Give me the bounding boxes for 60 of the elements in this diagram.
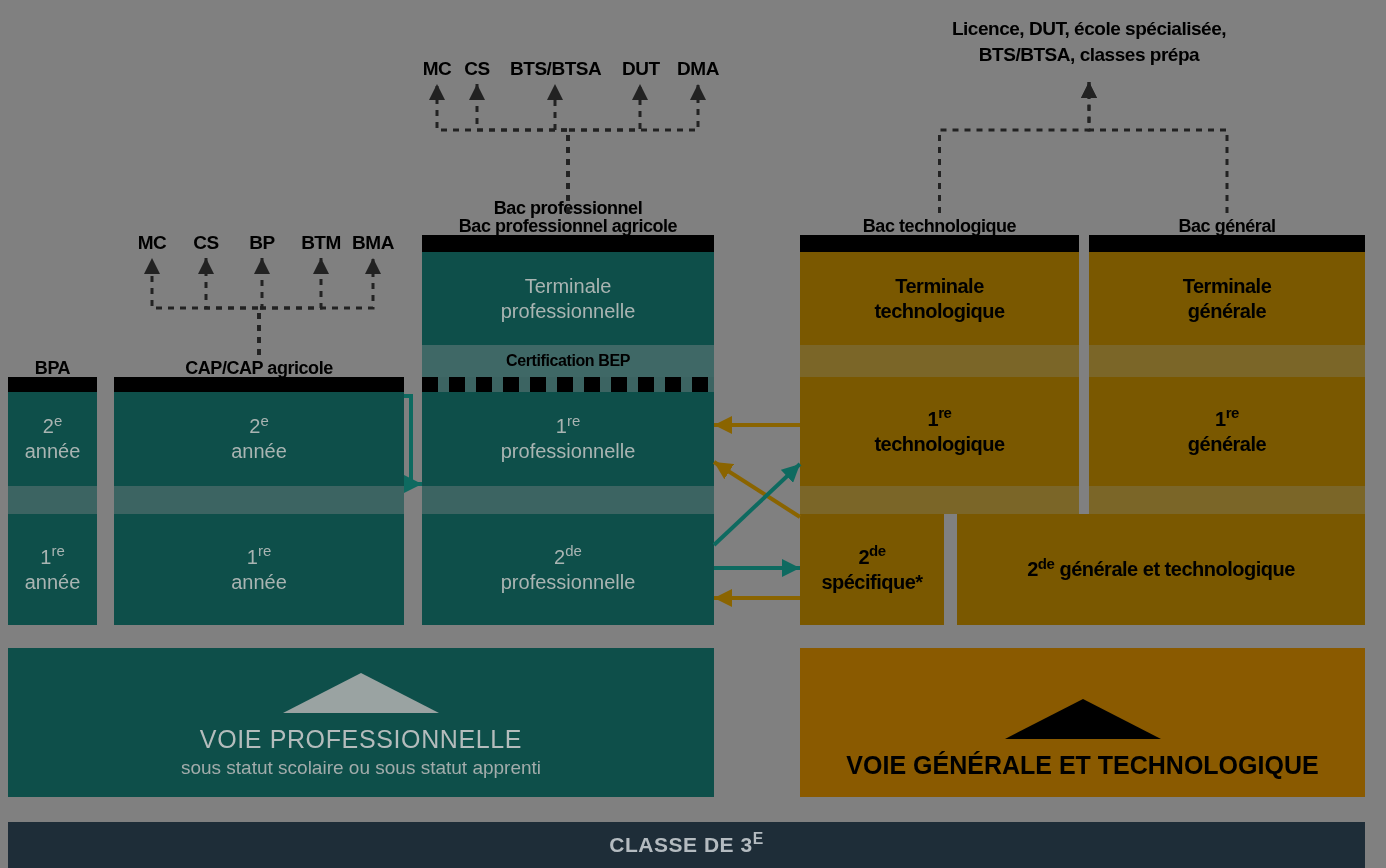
level-box (114, 514, 404, 625)
arrow (714, 589, 800, 607)
diploma-label: CS (191, 230, 221, 256)
certification-band (422, 345, 714, 377)
diploma-label: BTS/BTSA (510, 56, 600, 82)
level-name: 1$^{re}$ année (23, 544, 82, 595)
column-heading: Bac technologique (862, 217, 1017, 235)
level-name: 1$^{re}$ année (230, 544, 288, 595)
level-name: Certification BEP (506, 351, 630, 371)
column-heading: BPA (34, 359, 71, 377)
pathway-title: VOIE GÉNÉRALE ET TECHNOLOGIQUE (846, 750, 1319, 781)
diploma-label: BMA (352, 230, 394, 256)
column-heading: Bac général (1178, 217, 1276, 235)
level-box (422, 514, 714, 625)
arrow (714, 559, 800, 577)
level-name: 2$^{de}$ spécifique* (820, 544, 924, 595)
level-box (8, 392, 97, 486)
diploma-label: MC (422, 56, 452, 82)
level-name: 1$^{re}$ générale (1186, 406, 1268, 457)
level-name: 1$^{re}$ technologique (873, 406, 1006, 457)
arrow (712, 462, 802, 547)
diploma-label: MC (137, 230, 167, 256)
level-box (800, 514, 944, 625)
level-name: 1$^{re}$ professionnelle (499, 414, 637, 464)
level-box (422, 392, 714, 486)
base-level-name: CLASSE DE 3$^{E}$ (609, 829, 764, 859)
pathway-panel (800, 648, 1365, 797)
level-name: Terminale générale (1181, 273, 1273, 324)
diploma-label: BP (247, 230, 277, 256)
column-heading: CAP/CAP agricole (185, 359, 333, 377)
arrow (404, 394, 422, 493)
arrow (712, 460, 802, 519)
level-box (114, 392, 404, 486)
diploma-label: DMA (677, 56, 719, 82)
dashed-arrow (1081, 82, 1229, 213)
diploma-label: CS (462, 56, 492, 82)
level-box (800, 252, 1079, 345)
level-box (957, 514, 1365, 625)
pathway-panel (8, 648, 714, 797)
level-box (800, 377, 1079, 486)
arrow (714, 416, 800, 434)
level-box (1089, 377, 1365, 486)
level-box (8, 514, 97, 625)
level-name: Terminale professionnelle (499, 273, 637, 324)
level-name: 2$^{de}$ générale et technologique (1027, 557, 1295, 582)
level-name: 2$^{de}$ professionnelle (499, 544, 637, 595)
level-name: Terminale technologique (873, 273, 1006, 324)
pathway-subtitle: sous statut scolaire ou sous statut apprenti (180, 756, 542, 780)
level-column (422, 198, 714, 625)
level-box (1089, 252, 1365, 345)
diploma-label: DUT (622, 56, 658, 82)
column-heading: Bac professionnel agricole (458, 217, 678, 235)
level-box (422, 252, 714, 345)
level-name: 2$^{e}$ année (230, 414, 288, 464)
diploma-label: BTM (301, 230, 341, 256)
pathway-title: VOIE PROFESSIONNELLE (199, 724, 523, 755)
level-name: 2$^{e}$ année (23, 414, 82, 464)
column-heading: Bac professionnel (493, 199, 643, 217)
base-bar (8, 822, 1365, 868)
diploma-label: Licence, DUT, école spécialisée, BTS/BTSA, classes prépa (929, 16, 1249, 80)
